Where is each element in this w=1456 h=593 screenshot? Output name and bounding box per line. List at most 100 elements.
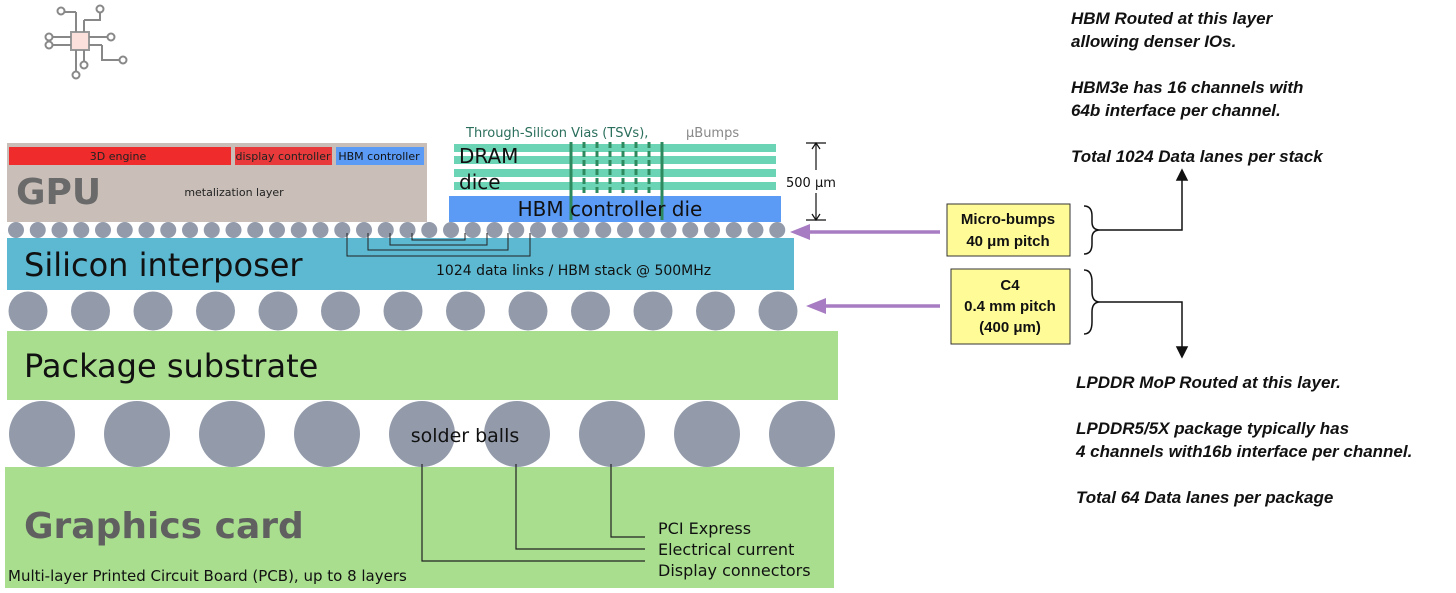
micro-bump bbox=[138, 222, 155, 238]
height-dimension bbox=[806, 141, 826, 222]
c4-bump bbox=[633, 291, 673, 331]
c4-bump bbox=[258, 291, 298, 331]
lpddr-note-line3: 4 channels with16b interface per channel… bbox=[1075, 442, 1412, 461]
solder-ball bbox=[484, 401, 550, 467]
micro-bump bbox=[769, 222, 786, 238]
micro-bump bbox=[486, 222, 503, 238]
micro-bumps-callout bbox=[946, 203, 1071, 257]
hbm-note-line1: HBM Routed at this layer bbox=[1071, 9, 1274, 28]
3d-engine-label: 3D engine bbox=[90, 150, 147, 163]
micro-bump bbox=[356, 222, 372, 238]
micro-bump bbox=[551, 222, 568, 238]
hbm-note-line2: allowing denser IOs. bbox=[1071, 32, 1236, 51]
chip-circuit-icon bbox=[44, 4, 128, 80]
micro-bump bbox=[51, 222, 68, 238]
micro-bump bbox=[508, 222, 525, 238]
hbm-note-line3: HBM3e has 16 channels with bbox=[1071, 78, 1303, 97]
silicon-interposer bbox=[7, 238, 794, 290]
hbm-note-line5: Total 1024 Data lanes per stack bbox=[1071, 147, 1324, 166]
solder-ball bbox=[674, 401, 740, 467]
graphics-card-pcb bbox=[5, 467, 834, 588]
micro-bump bbox=[617, 222, 633, 238]
micro-bump bbox=[595, 222, 612, 238]
micro-bump bbox=[660, 222, 677, 238]
micro-bumps-brace bbox=[1083, 168, 1189, 255]
micro-bumps-title: Micro-bumps bbox=[961, 211, 1055, 228]
c4-bump bbox=[196, 291, 235, 331]
micro-bump bbox=[312, 222, 329, 238]
dram-label-line1: DRAM bbox=[459, 144, 518, 168]
micro-bump bbox=[421, 222, 438, 238]
connection-pci-express: PCI Express bbox=[658, 519, 751, 538]
package-substrate bbox=[7, 331, 838, 400]
interposer-traces bbox=[346, 233, 531, 257]
micro-bump bbox=[95, 222, 111, 238]
lpddr-note-line1: LPDDR MoP Routed at this layer. bbox=[1076, 373, 1341, 392]
micro-bump bbox=[116, 222, 133, 238]
display-controller-label: display controller bbox=[235, 150, 331, 163]
micro-bump bbox=[638, 222, 655, 238]
c4-bump bbox=[696, 291, 735, 331]
3d-engine-block bbox=[9, 147, 231, 165]
c4-title: C4 bbox=[1000, 277, 1020, 294]
dram-label-line2: dice bbox=[459, 170, 501, 194]
ubump-label: μBumps bbox=[686, 126, 739, 141]
micro-bump-row bbox=[8, 222, 786, 238]
micro-bump bbox=[203, 222, 220, 238]
pcb-label: Multi-layer Printed Circuit Board (PCB),… bbox=[8, 567, 407, 585]
c4-bump bbox=[71, 291, 110, 331]
c4-bump-row bbox=[8, 291, 798, 331]
connection-lines bbox=[421, 464, 645, 562]
micro-bump bbox=[8, 222, 24, 238]
micro-bump bbox=[182, 222, 198, 238]
micro-bump bbox=[377, 222, 394, 238]
connection-display-connectors: Display connectors bbox=[658, 561, 811, 580]
solder-ball bbox=[104, 401, 170, 467]
c4-callout bbox=[950, 268, 1071, 345]
micro-bump bbox=[747, 222, 764, 238]
micro-bumps-arrow bbox=[790, 224, 940, 240]
micro-bump bbox=[29, 222, 46, 238]
solder-ball bbox=[9, 401, 75, 467]
c4-arrow bbox=[806, 298, 940, 314]
hbm-controller-die bbox=[449, 196, 781, 222]
display-controller-block bbox=[235, 147, 332, 165]
dram-layer-2 bbox=[454, 156, 776, 164]
micro-bump bbox=[269, 222, 285, 238]
c4-bump bbox=[133, 291, 173, 331]
micro-bump bbox=[573, 222, 590, 238]
micro-bump bbox=[443, 222, 459, 238]
dram-layer-3 bbox=[454, 169, 776, 177]
interposer-links-label: 1024 data links / HBM stack @ 500MHz bbox=[436, 263, 711, 279]
dram-layer-1 bbox=[454, 144, 776, 152]
micro-bump bbox=[225, 222, 242, 238]
height-label: 500 μm bbox=[786, 176, 836, 191]
micro-bump bbox=[682, 222, 699, 238]
c4-pitch-um: (400 μm) bbox=[979, 319, 1041, 336]
solder-ball bbox=[769, 401, 835, 467]
card-title: Graphics card bbox=[24, 506, 304, 547]
lpddr-note-line2: LPDDR5/5X package typically has bbox=[1076, 419, 1349, 438]
micro-bump bbox=[704, 222, 720, 238]
interposer-title: Silicon interposer bbox=[24, 246, 303, 284]
c4-bump bbox=[321, 291, 360, 331]
c4-brace bbox=[1083, 269, 1189, 359]
metalization-label: metalization layer bbox=[184, 186, 284, 199]
solder-ball bbox=[294, 401, 360, 467]
hbm-note-line4: 64b interface per channel. bbox=[1071, 101, 1281, 120]
tsv-columns bbox=[569, 142, 664, 220]
tsv-label: Through-Silicon Vias (TSVs), bbox=[465, 126, 648, 141]
c4-bump bbox=[758, 291, 798, 331]
hbm-controller-die-label: HBM controller die bbox=[518, 197, 703, 221]
dram-layer-4 bbox=[454, 182, 776, 190]
micro-bump bbox=[290, 222, 307, 238]
substrate-title: Package substrate bbox=[24, 347, 318, 385]
micro-bump bbox=[160, 222, 177, 238]
solder-ball bbox=[199, 401, 265, 467]
c4-bump bbox=[383, 291, 423, 331]
gpu-title: GPU bbox=[16, 172, 101, 213]
lpddr-note-line4: Total 64 Data lanes per package bbox=[1076, 488, 1333, 507]
hbm-controller-block bbox=[336, 147, 424, 165]
micro-bump bbox=[399, 222, 416, 238]
